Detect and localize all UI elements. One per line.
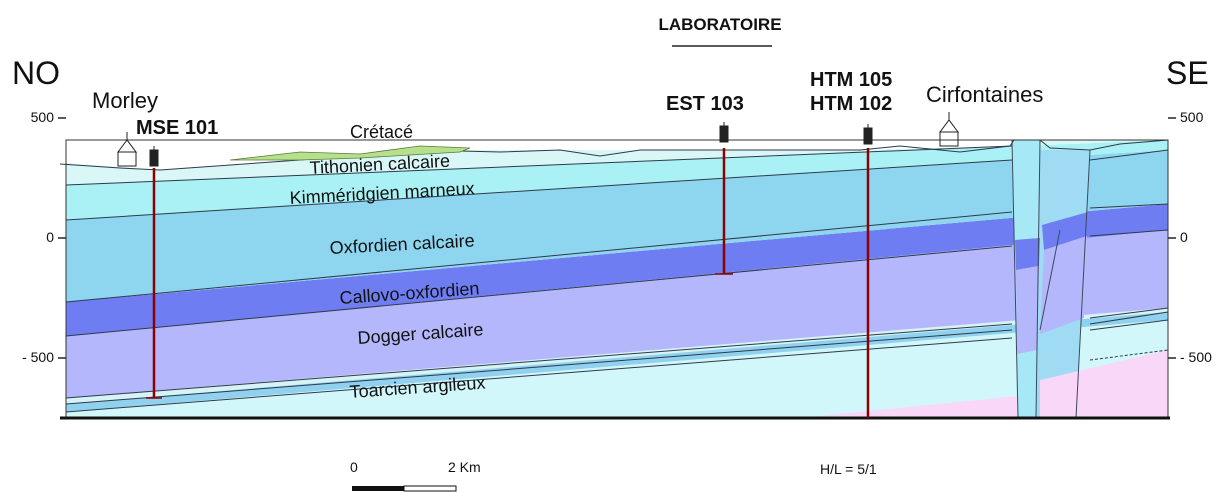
church-icon-morley [117, 132, 137, 167]
axis-label-right-0: 0 [1180, 229, 1188, 245]
axis-label-left-500: 500 [31, 109, 55, 125]
vertical-exaggeration: H/L = 5/1 [820, 461, 877, 477]
borehole-label-est103: EST 103 [666, 93, 744, 115]
layer-lias-thin-band [66, 312, 1168, 412]
derrick-icon-est103 [719, 122, 729, 143]
left-axis [58, 117, 66, 359]
axis-label-left-minus500: - 500 [22, 349, 54, 365]
place-morley: Morley [92, 88, 158, 113]
fault-block-2-dogger [1040, 236, 1087, 334]
page-title: LABORATOIRE [658, 15, 781, 34]
scale-label-distance: 2 Km [448, 459, 481, 475]
derrick-icons [149, 122, 873, 167]
axis-label-right-minus500: - 500 [1180, 349, 1212, 365]
layer-trias [1040, 350, 1168, 418]
axis-label-right-500: 500 [1180, 109, 1204, 125]
axis-label-left-0: 0 [46, 229, 54, 245]
borehole-label-htm102: HTM 102 [810, 93, 892, 115]
cretace-outcrop [229, 145, 471, 161]
boreholes [152, 148, 870, 418]
layer-kimmeridgien [66, 140, 1168, 220]
derrick-icon-htm [863, 124, 873, 145]
layer-trias-left [800, 396, 1018, 418]
layer-oxfordien [66, 150, 1168, 302]
place-cirfontaines: Cirfontaines [926, 82, 1043, 107]
layer-boundaries [59, 139, 1169, 413]
layer-fills [66, 140, 1168, 418]
scale-label-zero: 0 [350, 459, 358, 475]
orientation-left: NO [12, 55, 60, 91]
layer-label-cretace: Crétacé [350, 122, 413, 142]
scale-bar: 0 2 Km [350, 459, 481, 492]
fault-block-2-callovo [1042, 212, 1088, 250]
layer-callovo [66, 204, 1168, 336]
derrick-icon-mse101 [149, 146, 159, 167]
fault-zone [800, 139, 1168, 419]
layer-dogger [66, 230, 1168, 398]
orientation-right: SE [1166, 55, 1209, 91]
right-axis [1168, 117, 1176, 359]
church-icon-cirfontaines [939, 112, 959, 147]
fault-block-1-callovo [1015, 238, 1040, 270]
borehole-label-mse101: MSE 101 [136, 117, 218, 139]
borehole-label-htm105: HTM 105 [810, 69, 892, 91]
fault-block-1-dogger [1016, 266, 1039, 354]
